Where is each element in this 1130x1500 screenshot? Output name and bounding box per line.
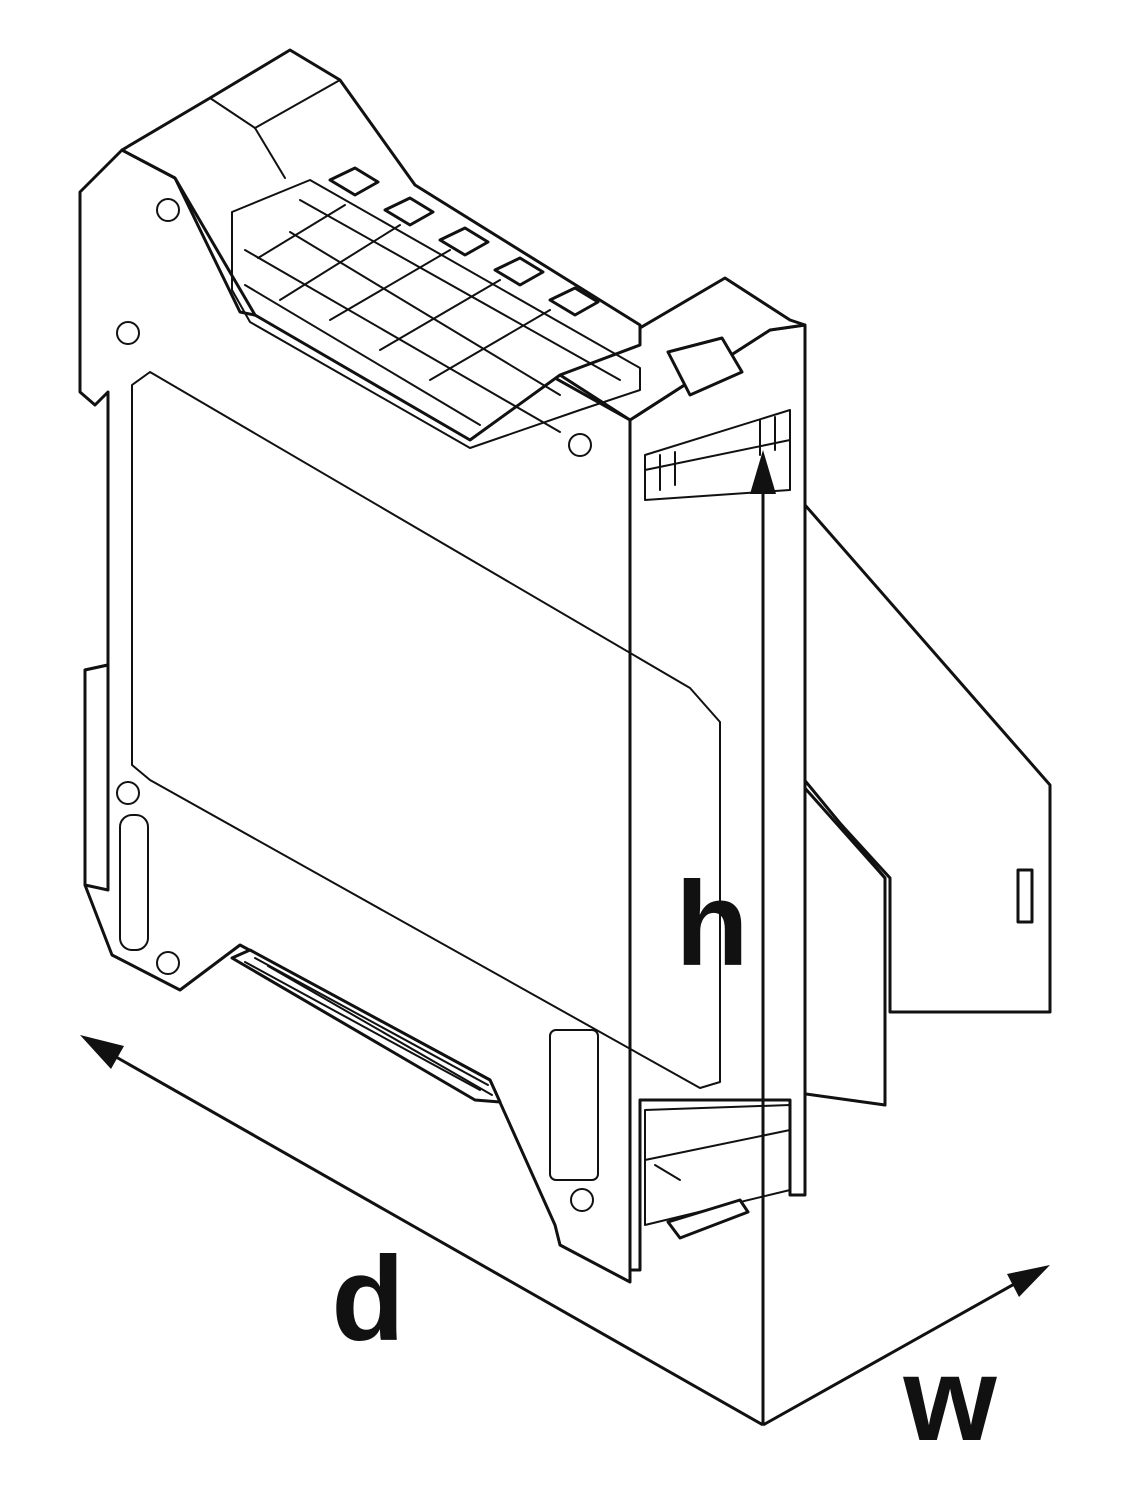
height-dimension-arrow xyxy=(750,450,776,1425)
mounting-hole xyxy=(570,1188,594,1212)
terminal-slot xyxy=(383,196,435,227)
rail-clip xyxy=(83,663,110,892)
height-label: h xyxy=(675,857,748,991)
terminal-slot xyxy=(328,166,380,197)
width-label: w xyxy=(902,1332,997,1466)
depth-label: d xyxy=(331,1232,404,1366)
mounting-hole xyxy=(116,781,140,805)
base-hatch xyxy=(230,948,502,1104)
terminal-slot xyxy=(493,256,545,287)
label-field xyxy=(131,371,721,1089)
channel-lower xyxy=(644,1104,791,1226)
width-dimension-arrow xyxy=(762,1265,1050,1427)
mounting-hole xyxy=(156,198,180,222)
end-cap-right xyxy=(558,276,807,1272)
mounting-hole xyxy=(156,951,180,975)
channel-upper xyxy=(644,409,791,501)
mounting-hole xyxy=(568,433,592,457)
mounting-hole xyxy=(116,321,140,345)
release-latch-lower xyxy=(666,1198,750,1240)
terminal-grid xyxy=(231,179,641,449)
release-latch-upper xyxy=(666,336,744,397)
lower-slot xyxy=(549,1029,599,1181)
terminal-slot xyxy=(548,286,600,317)
side-slot xyxy=(119,814,149,951)
top-terminal-block xyxy=(120,48,642,449)
depth-dimension-arrow xyxy=(80,1035,764,1427)
rear-slot xyxy=(1016,868,1034,924)
terminal-slot xyxy=(438,226,490,257)
